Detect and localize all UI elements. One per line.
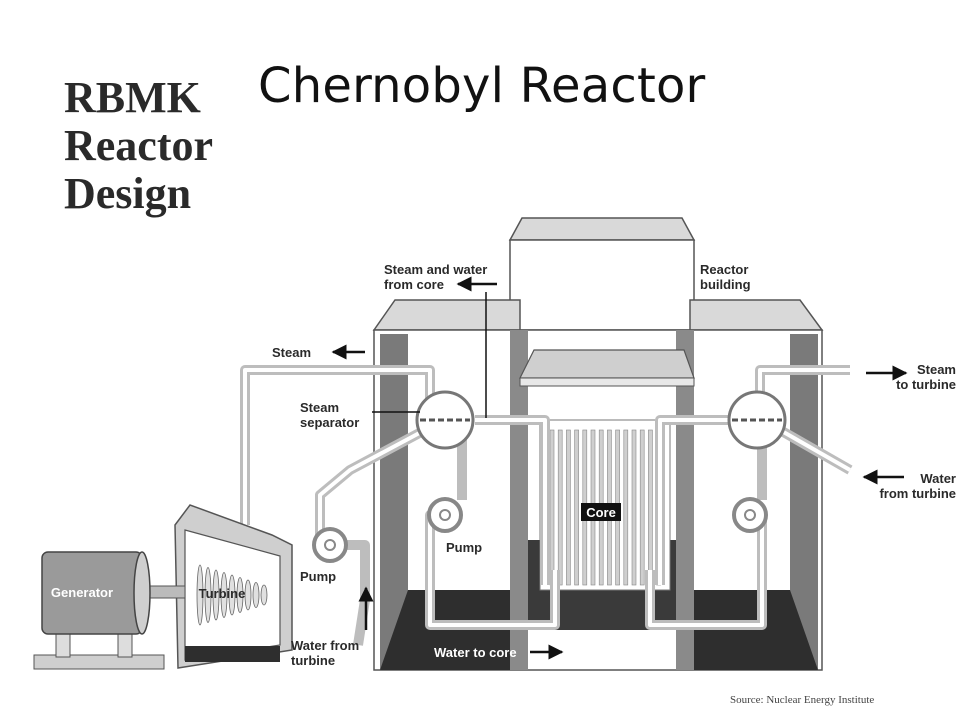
label-reactor-building-2: building (700, 277, 751, 292)
label-water-from-turbine-left-2: turbine (291, 653, 335, 668)
turbine-blade (252, 582, 260, 608)
fuel-channel (639, 429, 645, 586)
pump-right (732, 497, 768, 533)
fuel-channel (648, 429, 653, 586)
steam-separator-right (727, 390, 787, 450)
label-steam-to-turbine-1: Steam (917, 362, 956, 377)
generator-label: Generator (51, 585, 113, 600)
label-water-from-turbine-left-1: Water from (291, 638, 359, 653)
turbine-blade (260, 584, 268, 606)
core-label: Core (586, 505, 616, 520)
slide-title: Chernobyl Reactor (258, 58, 706, 114)
turbine-blade (212, 569, 220, 621)
turbine-blade (244, 579, 252, 611)
fuel-channel (549, 429, 555, 586)
fuel-channel (557, 429, 563, 586)
design-title: RBMK Reactor Design (64, 74, 213, 218)
turbine-blade (196, 564, 204, 626)
design-title-line-1: RBMK (64, 73, 201, 122)
pump-inner (427, 497, 463, 533)
fuel-channel (623, 429, 629, 586)
label-steam: Steam (272, 345, 311, 360)
label-pump-outer: Pump (300, 569, 336, 584)
fuel-channel (574, 429, 579, 586)
turbine-blade (236, 577, 244, 613)
turbine-blade (228, 574, 236, 616)
label-steam-separator-2: separator (300, 415, 359, 430)
label-steam-separator-1: Steam (300, 400, 339, 415)
label-steam-water-2: from core (384, 277, 444, 292)
label-water-to-core: Water to core (434, 645, 517, 660)
steam-separator-left (415, 390, 475, 450)
turbine-label: Turbine (199, 586, 246, 601)
turbine: Turbine (174, 504, 293, 669)
label-pump-inner: Pump (446, 540, 482, 555)
label-water-from-turbine-right-1: Water (920, 471, 956, 486)
fuel-channel (631, 429, 637, 586)
turbine-blade (204, 567, 212, 623)
reactor-core: Core (539, 419, 671, 591)
design-title-line-2: Reactor (64, 121, 214, 170)
label-reactor-building-1: Reactor (700, 262, 748, 277)
generator: Generator (33, 551, 186, 670)
label-steam-water-1: Steam and water (384, 262, 487, 277)
fuel-channel (566, 429, 571, 586)
pump-outer (312, 527, 348, 563)
turbine-blade (220, 572, 228, 618)
design-title-line-3: Design (64, 169, 192, 218)
label-water-from-turbine-right-2: from turbine (879, 486, 956, 501)
label-steam-to-turbine-2: to turbine (896, 377, 956, 392)
source-credit: Source: Nuclear Energy Institute (730, 694, 875, 706)
